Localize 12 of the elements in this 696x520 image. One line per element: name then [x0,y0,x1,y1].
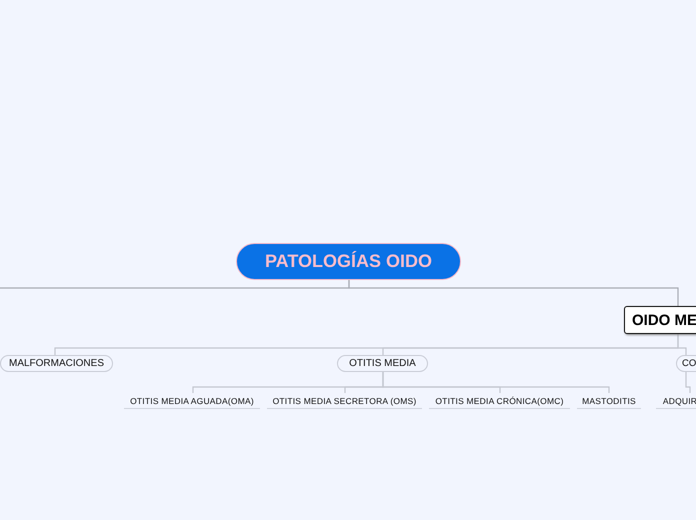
connector-line [0,280,350,289]
connector-line [382,372,610,393]
subtopic: OTITIS MEDIA CRÓNICA(OMC) [429,393,570,409]
subtopic: OTITIS MEDIA SECRETORA (OMS) [267,393,422,409]
central-topic: PATOLOGÍAS OIDO [236,243,461,280]
connector-line [685,372,691,393]
connector-line [677,334,687,355]
subtopic: OTITIS MEDIA AGUADA(OMA) [124,393,260,409]
topic-pill: CO [676,355,696,372]
topic-pill: OTITIS MEDIA [337,355,428,372]
subtopic: MASTODITIS [577,393,641,409]
topic-pill: MALFORMACIONES [0,355,113,372]
